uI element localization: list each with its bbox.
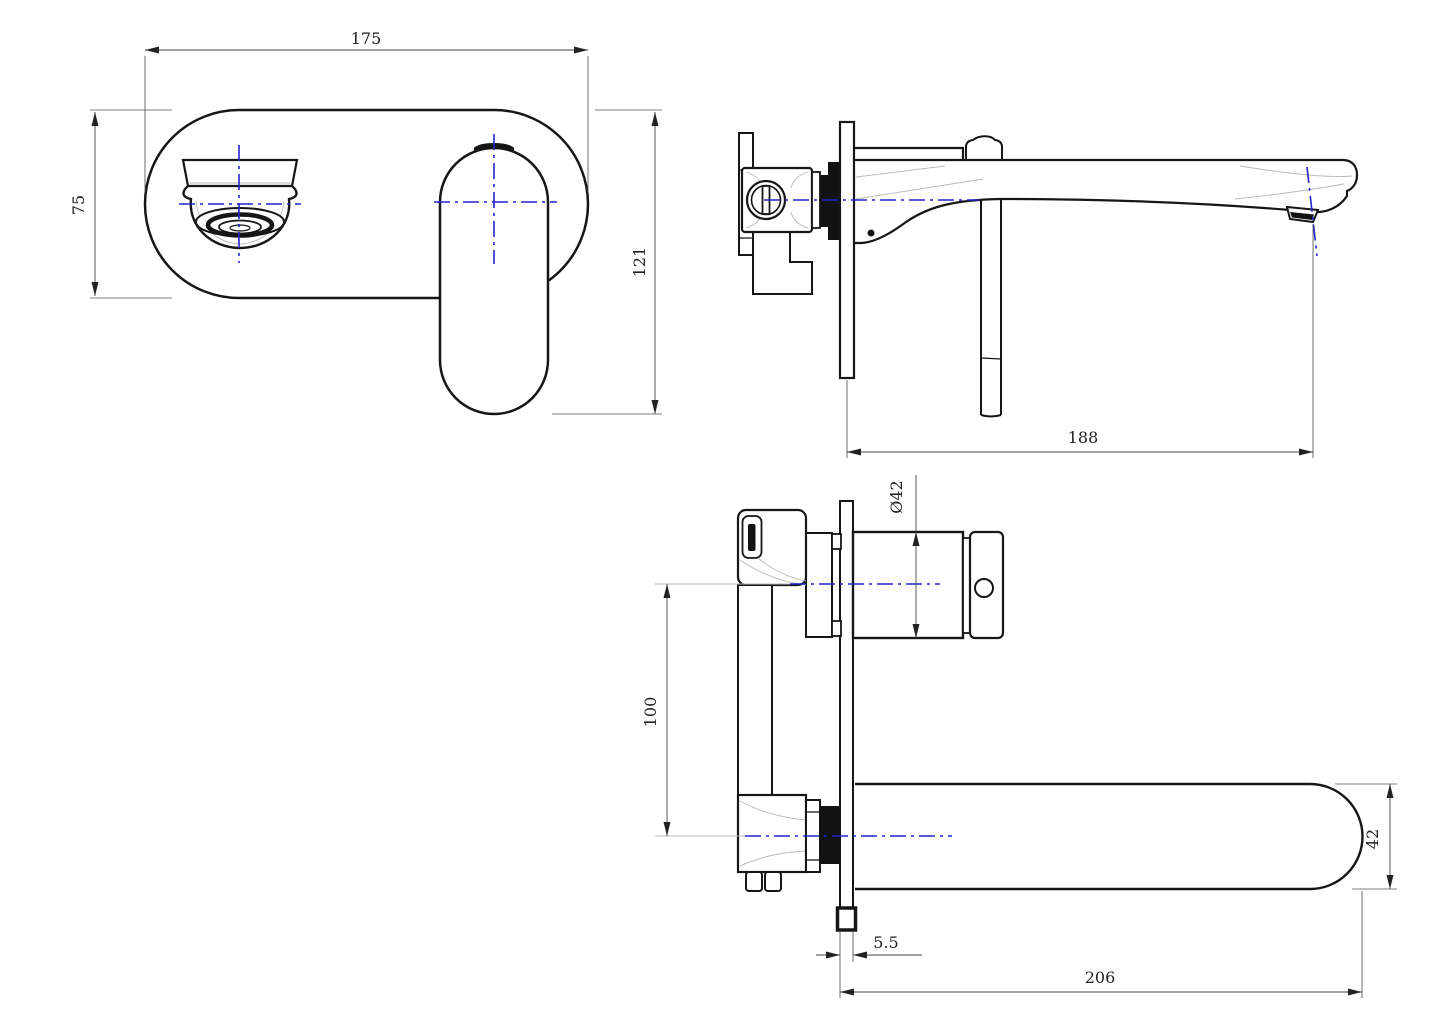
escutcheon-plate-side xyxy=(838,120,856,380)
dim-206-label: 206 xyxy=(1085,968,1116,987)
threaded-section-top xyxy=(820,806,840,864)
front-centerlines xyxy=(179,134,557,264)
dim-5p5: 5.5 xyxy=(816,932,922,998)
dim-5p5-label: 5.5 xyxy=(873,933,898,952)
side-centerlines xyxy=(764,166,1318,257)
dim-175: 175 xyxy=(144,29,589,192)
dim-175-label: 175 xyxy=(351,29,382,48)
threaded-section xyxy=(820,162,840,240)
dim-188: 188 xyxy=(846,224,1314,458)
handle-cylinder-top xyxy=(851,530,1005,640)
front-view: 175 75 121 xyxy=(69,29,662,416)
dim-42-label: 42 xyxy=(1363,829,1382,849)
spout-outlet xyxy=(181,158,299,250)
lever-handle-side xyxy=(980,200,1002,418)
plate-end-cap xyxy=(835,906,858,932)
dim-100-label: 100 xyxy=(641,697,660,728)
cartridge-cap xyxy=(965,135,1003,160)
spout-side xyxy=(854,135,1359,245)
dim-121: 121 xyxy=(552,109,662,415)
dim-188-label: 188 xyxy=(1068,428,1099,447)
valve-body-top xyxy=(736,508,842,892)
upper-flange xyxy=(805,532,833,638)
handle-pin-hole xyxy=(974,578,994,598)
aerator-inner-ring xyxy=(218,219,262,235)
dim-75: 75 xyxy=(69,109,172,299)
side-view: 188 xyxy=(738,120,1359,458)
lower-body-block xyxy=(736,793,808,874)
bracket-foot xyxy=(752,231,813,295)
top-centerlines xyxy=(655,583,952,837)
dim-75-label: 75 xyxy=(69,195,88,215)
aerator-dark-ring xyxy=(205,212,275,238)
dim-dia42-label: Ø42 xyxy=(887,480,906,513)
dim-dia42: Ø42 xyxy=(887,475,920,638)
spout-top-view xyxy=(855,782,1364,891)
dim-206: 206 xyxy=(840,891,1363,998)
dim-100: 100 xyxy=(641,584,671,836)
top-view: Ø42 100 5.5 206 xyxy=(641,475,1397,998)
body-column xyxy=(737,584,773,796)
dim-121-label: 121 xyxy=(630,247,649,278)
escutcheon-plate-top xyxy=(835,500,858,932)
inlet-foot-right xyxy=(764,871,782,892)
inlet-foot-left xyxy=(745,871,763,892)
body-port-dot xyxy=(867,229,875,237)
dim-42: 42 xyxy=(1335,783,1397,890)
